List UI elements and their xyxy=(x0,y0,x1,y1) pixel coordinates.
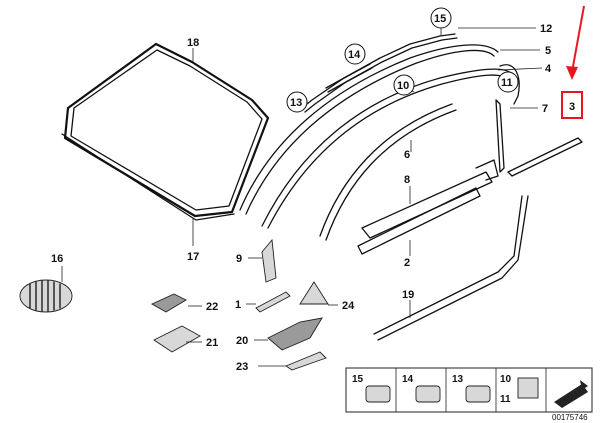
strip-2 xyxy=(357,187,481,255)
label-18: 18 xyxy=(187,37,199,49)
callout-15: 15 xyxy=(430,7,452,29)
channel-6 xyxy=(319,103,453,237)
cover-21 xyxy=(153,325,201,353)
label-20: 20 xyxy=(236,335,248,347)
label-8: 8 xyxy=(404,174,410,186)
clip-13-icon xyxy=(465,385,491,403)
label-21: 21 xyxy=(206,337,218,349)
tool-icon xyxy=(554,384,588,408)
label-23: 23 xyxy=(236,361,248,373)
grille-22 xyxy=(151,293,187,313)
highlight-part-3: 3 xyxy=(561,5,585,119)
label-2: 2 xyxy=(404,257,410,269)
strip-14-15-12 xyxy=(325,33,456,89)
label-6: 6 xyxy=(404,149,410,161)
label-12: 12 xyxy=(540,23,552,35)
emblem-23 xyxy=(285,351,327,371)
strip-13 xyxy=(301,63,371,109)
roof-channel-5 xyxy=(239,44,499,211)
label-5: 5 xyxy=(545,45,551,57)
trim-1 xyxy=(255,291,291,313)
windshield-seal xyxy=(61,133,235,221)
clip-14-icon xyxy=(415,385,441,403)
label-7: 7 xyxy=(542,103,548,115)
svg-text:13: 13 xyxy=(290,97,302,109)
channel-7 xyxy=(495,99,505,173)
clip-10-11-icon xyxy=(517,377,539,399)
strip-8 xyxy=(361,171,493,239)
hook-11 xyxy=(499,64,520,105)
label-1: 1 xyxy=(235,299,241,311)
legend-14: 14 xyxy=(402,374,414,385)
legend-15: 15 xyxy=(352,374,364,385)
label-9: 9 xyxy=(236,253,242,265)
kidney-grille xyxy=(19,279,73,313)
label-3: 3 xyxy=(569,101,575,113)
svg-text:11: 11 xyxy=(501,77,513,89)
legend-10: 10 xyxy=(500,374,512,385)
badge-24 xyxy=(299,281,329,305)
triangle-panel-9 xyxy=(261,238,277,283)
svg-text:14: 14 xyxy=(348,49,361,61)
bracket-20 xyxy=(267,317,323,351)
callout-10: 10 xyxy=(393,74,415,96)
svg-text:15: 15 xyxy=(434,13,446,25)
label-19: 19 xyxy=(402,289,414,301)
label-24: 24 xyxy=(342,300,355,312)
windshield xyxy=(63,42,270,218)
legend-13: 13 xyxy=(452,374,464,385)
fastener-legend: 15 14 13 10 11 xyxy=(345,367,593,413)
label-17: 17 xyxy=(187,251,199,263)
label-22: 22 xyxy=(206,301,218,313)
diagram-number: 00175746 xyxy=(552,413,588,422)
callout-11: 11 xyxy=(497,71,519,93)
trim-3 xyxy=(507,137,583,177)
label-16: 16 xyxy=(51,253,63,265)
legend-11: 11 xyxy=(500,394,511,405)
callout-13: 13 xyxy=(286,91,308,113)
strip-19 xyxy=(373,195,523,335)
clip-15-icon xyxy=(365,385,391,403)
svg-text:10: 10 xyxy=(397,80,409,92)
callout-14: 14 xyxy=(344,43,366,65)
label-4: 4 xyxy=(545,63,552,75)
